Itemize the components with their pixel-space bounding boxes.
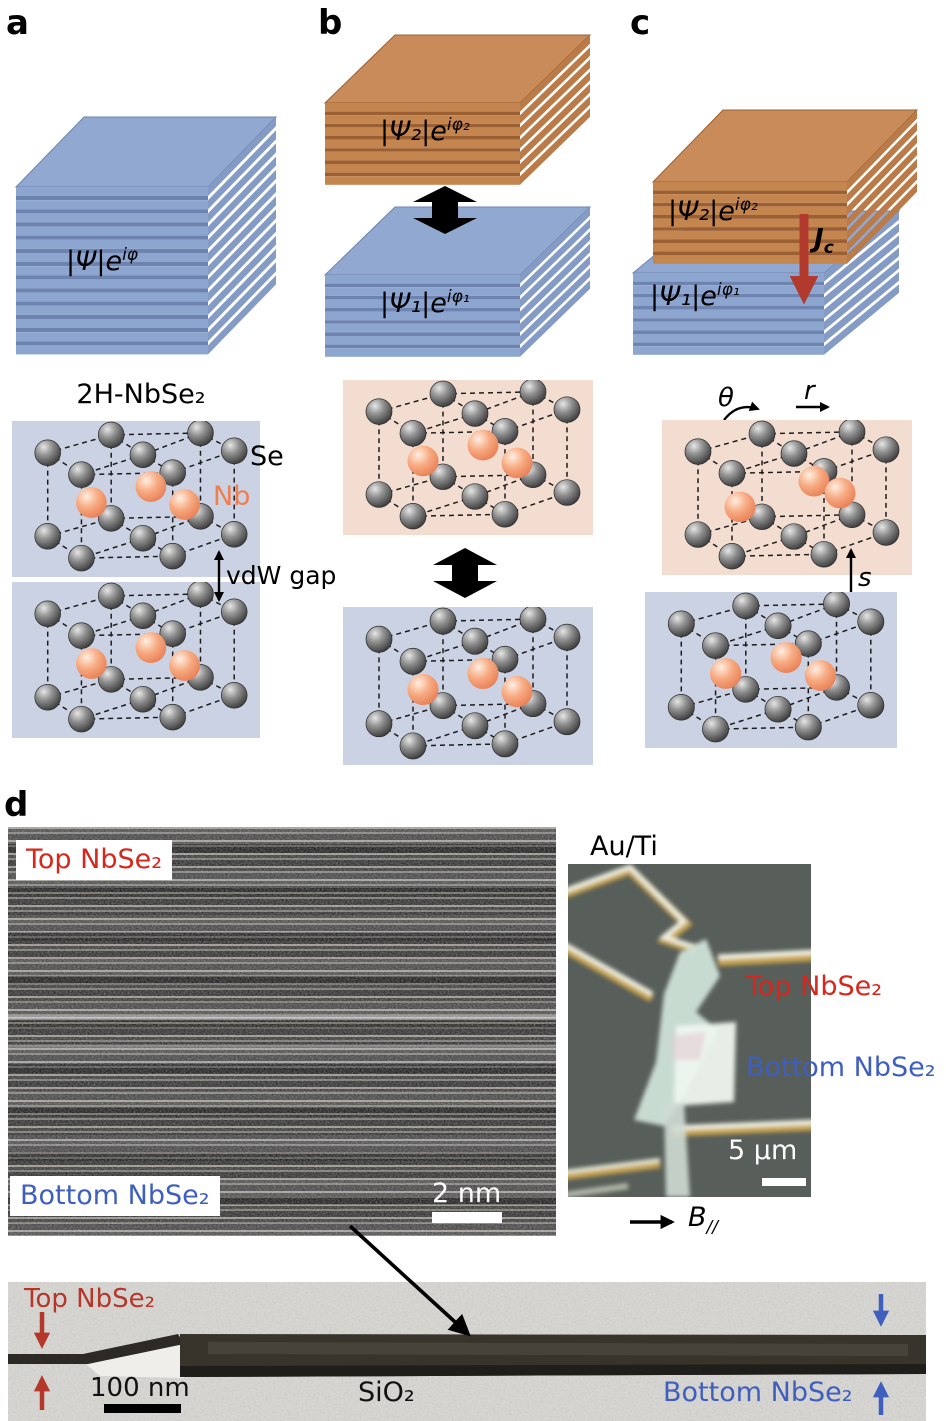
formula-base: |Ψ₂|e bbox=[668, 196, 735, 227]
formula-exponent: iφ₂ bbox=[734, 195, 758, 215]
order-parameter-a: |Ψ|eiφ bbox=[66, 246, 138, 277]
optical-bottom-nbse2-label: Bottom NbSe₂ bbox=[746, 1052, 936, 1083]
cross-scale-bar bbox=[104, 1404, 181, 1413]
tem-top-nbse2-label: Top NbSe₂ bbox=[16, 840, 173, 880]
field-label: B// bbox=[688, 1203, 718, 1237]
formula-exponent: iφ bbox=[122, 245, 138, 265]
theta-label: θ bbox=[718, 383, 734, 413]
jc-base: J bbox=[814, 224, 824, 254]
crystal-layer-box-bottom bbox=[12, 580, 260, 738]
formula-base: |Ψ₁|e bbox=[650, 281, 717, 312]
r-label: r bbox=[804, 376, 815, 406]
nb-atom-label: Nb bbox=[213, 481, 251, 512]
jc-label: Jc bbox=[814, 225, 834, 258]
formula-exponent: iφ₂ bbox=[446, 115, 470, 135]
bulk-nbse2-stack-illustration bbox=[14, 116, 278, 355]
cross-bottom-nbse2-label: Bottom NbSe₂ bbox=[663, 1377, 853, 1408]
vdw-gap-arrow-icon bbox=[213, 549, 225, 603]
formula-base: |Ψ|e bbox=[66, 246, 123, 277]
field-base: B bbox=[688, 1202, 707, 1233]
r-translation-arrow-icon bbox=[796, 401, 831, 413]
panel-label-c: c bbox=[630, 3, 651, 43]
jc-sub: c bbox=[823, 238, 834, 259]
cross-top-nbse2-label: Top NbSe₂ bbox=[24, 1284, 156, 1314]
substrate-label: SiO₂ bbox=[358, 1377, 415, 1408]
optical-top-nbse2-label: Top NbSe₂ bbox=[746, 971, 883, 1002]
tem-lattice-image: Top NbSe₂ Bottom NbSe₂ 2 nm bbox=[8, 827, 556, 1236]
panel-label-b: b bbox=[318, 3, 343, 43]
formula-exponent: iφ₁ bbox=[716, 280, 740, 300]
formula-base: |Ψ₂|e bbox=[380, 116, 447, 147]
crystal-structure-illustration bbox=[667, 590, 885, 743]
crystal-layer-box-bottom bbox=[645, 590, 897, 748]
coupling-double-arrow-icon bbox=[433, 548, 497, 598]
tem-bottom-nbse2-label: Bottom NbSe₂ bbox=[10, 1176, 220, 1216]
panel-label-a: a bbox=[6, 3, 29, 43]
order-parameter-c-bottom: |Ψ₁|eiφ₁ bbox=[650, 281, 740, 312]
crystal-structure-illustration bbox=[365, 378, 581, 530]
panel-label-d: d bbox=[4, 785, 29, 825]
crystal-structure-illustration bbox=[365, 605, 581, 760]
theta-rotation-arrow-icon bbox=[723, 401, 760, 421]
crystal-layer-box-top bbox=[343, 378, 593, 535]
tem-noise-texture bbox=[8, 827, 556, 1236]
formula-base: |Ψ₁|e bbox=[380, 288, 447, 319]
top-nbse2-stack-illustration bbox=[323, 34, 592, 185]
order-parameter-c-top: |Ψ₂|eiφ₂ bbox=[668, 196, 758, 227]
cross-section-content bbox=[8, 1282, 926, 1421]
top-nbse2-stack-illustration bbox=[651, 109, 919, 264]
crystal-layer-box-top bbox=[662, 418, 912, 575]
tem-scale-label: 2 nm bbox=[432, 1178, 502, 1209]
tem-location-pointer-arrow-icon bbox=[348, 1224, 471, 1337]
s-label: s bbox=[858, 563, 872, 593]
cross-scale-label: 100 nm bbox=[90, 1373, 190, 1403]
crystal-structure-illustration bbox=[684, 418, 900, 570]
optical-scale-bar bbox=[762, 1178, 806, 1186]
coupling-double-arrow-icon bbox=[413, 186, 477, 234]
optical-scale-label: 5 μm bbox=[728, 1135, 798, 1166]
cross-section-image: Top NbSe₂ 100 nm SiO₂ Bottom NbSe₂ bbox=[8, 1282, 926, 1421]
crystal-layer-box-bottom bbox=[343, 605, 593, 765]
crystal-title: 2H-NbSe₂ bbox=[76, 379, 206, 410]
tem-scale-bar bbox=[432, 1212, 502, 1223]
crystal-structure-illustration bbox=[34, 419, 248, 572]
vdw-gap-label: vdW gap bbox=[226, 561, 337, 590]
crystal-structure-illustration bbox=[34, 580, 248, 733]
magnetic-field-arrow-icon bbox=[630, 1214, 675, 1230]
order-parameter-b-bottom: |Ψ₁|eiφ₁ bbox=[380, 288, 470, 319]
optical-device-image: 5 μm bbox=[568, 864, 811, 1197]
optical-image-content bbox=[568, 864, 811, 1197]
bottom-nbse2-stack-illustration bbox=[323, 206, 592, 357]
order-parameter-b-top: |Ψ₂|eiφ₂ bbox=[380, 116, 470, 147]
electrode-label: Au/Ti bbox=[590, 831, 658, 862]
field-sub: // bbox=[706, 1217, 718, 1238]
formula-exponent: iφ₁ bbox=[446, 287, 470, 307]
se-atom-label: Se bbox=[250, 441, 284, 472]
jc-current-arrow-icon bbox=[789, 214, 819, 305]
